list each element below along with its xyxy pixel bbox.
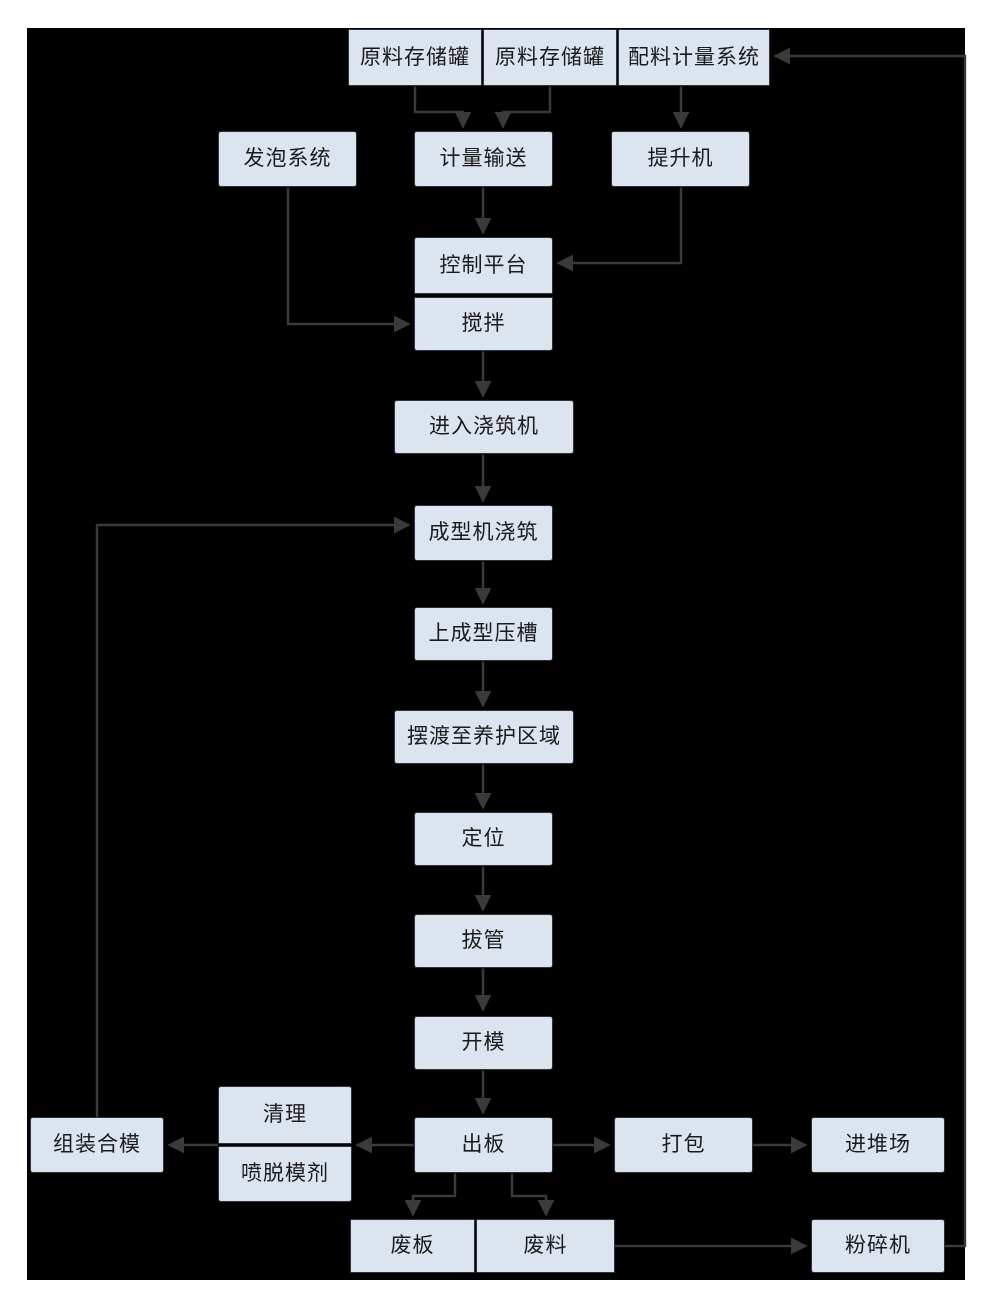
node-output[interactable]: 出板 — [414, 1117, 553, 1173]
node-press[interactable]: 上成型压槽 — [414, 607, 553, 661]
node-form_pour[interactable]: 成型机浇筑 — [414, 505, 553, 561]
node-yard[interactable]: 进堆场 — [811, 1117, 945, 1173]
node-label: 废料 — [523, 1233, 568, 1258]
node-label: 粉碎机 — [845, 1233, 911, 1258]
node-locate[interactable]: 定位 — [414, 812, 553, 866]
node-pour_in[interactable]: 进入浇筑机 — [394, 400, 574, 454]
node-label: 定位 — [461, 826, 506, 851]
node-metering[interactable]: 计量输送 — [414, 131, 553, 187]
node-label: 成型机浇筑 — [428, 520, 539, 545]
node-hoist[interactable]: 提升机 — [611, 131, 750, 187]
node-label: 出板 — [461, 1132, 506, 1157]
node-label: 提升机 — [647, 146, 714, 171]
node-label: 原料存储罐 — [360, 44, 470, 69]
node-label: 进堆场 — [845, 1132, 911, 1157]
node-label: 清理 — [263, 1102, 307, 1127]
node-label: 进入浇筑机 — [429, 414, 539, 439]
node-clean[interactable]: 清理 — [218, 1086, 352, 1144]
node-label: 废板 — [390, 1233, 435, 1258]
node-demold[interactable]: 开模 — [414, 1016, 553, 1070]
node-label: 搅拌 — [461, 311, 506, 336]
node-packing[interactable]: 打包 — [614, 1117, 753, 1173]
node-crusher[interactable]: 粉碎机 — [811, 1219, 945, 1273]
node-label: 摆渡至养护区域 — [407, 724, 561, 749]
node-label: 开模 — [461, 1030, 506, 1055]
node-label: 组装合模 — [53, 1132, 141, 1157]
node-label: 喷脱模剂 — [241, 1161, 329, 1186]
node-assemble[interactable]: 组装合模 — [30, 1117, 164, 1173]
node-wasteboard[interactable]: 废板 — [350, 1219, 475, 1273]
node-mixing[interactable]: 搅拌 — [414, 297, 553, 351]
node-ferry[interactable]: 摆渡至养护区域 — [394, 710, 574, 764]
node-tank1[interactable]: 原料存储罐 — [348, 29, 482, 86]
node-spray[interactable]: 喷脱模剂 — [218, 1146, 352, 1202]
node-tank2[interactable]: 原料存储罐 — [483, 29, 617, 86]
node-label: 配料计量系统 — [628, 44, 760, 69]
node-label: 上成型压槽 — [428, 621, 539, 646]
node-waste[interactable]: 废料 — [476, 1219, 615, 1273]
node-label: 拔管 — [461, 928, 506, 953]
node-label: 发泡系统 — [243, 146, 332, 171]
node-pull_tube[interactable]: 拔管 — [414, 914, 553, 968]
node-label: 控制平台 — [439, 252, 528, 277]
node-batching[interactable]: 配料计量系统 — [618, 29, 770, 86]
node-foaming[interactable]: 发泡系统 — [218, 131, 357, 187]
node-control[interactable]: 控制平台 — [414, 237, 553, 294]
node-label: 原料存储罐 — [495, 44, 605, 69]
node-label: 打包 — [661, 1132, 706, 1157]
node-label: 计量输送 — [439, 146, 528, 171]
